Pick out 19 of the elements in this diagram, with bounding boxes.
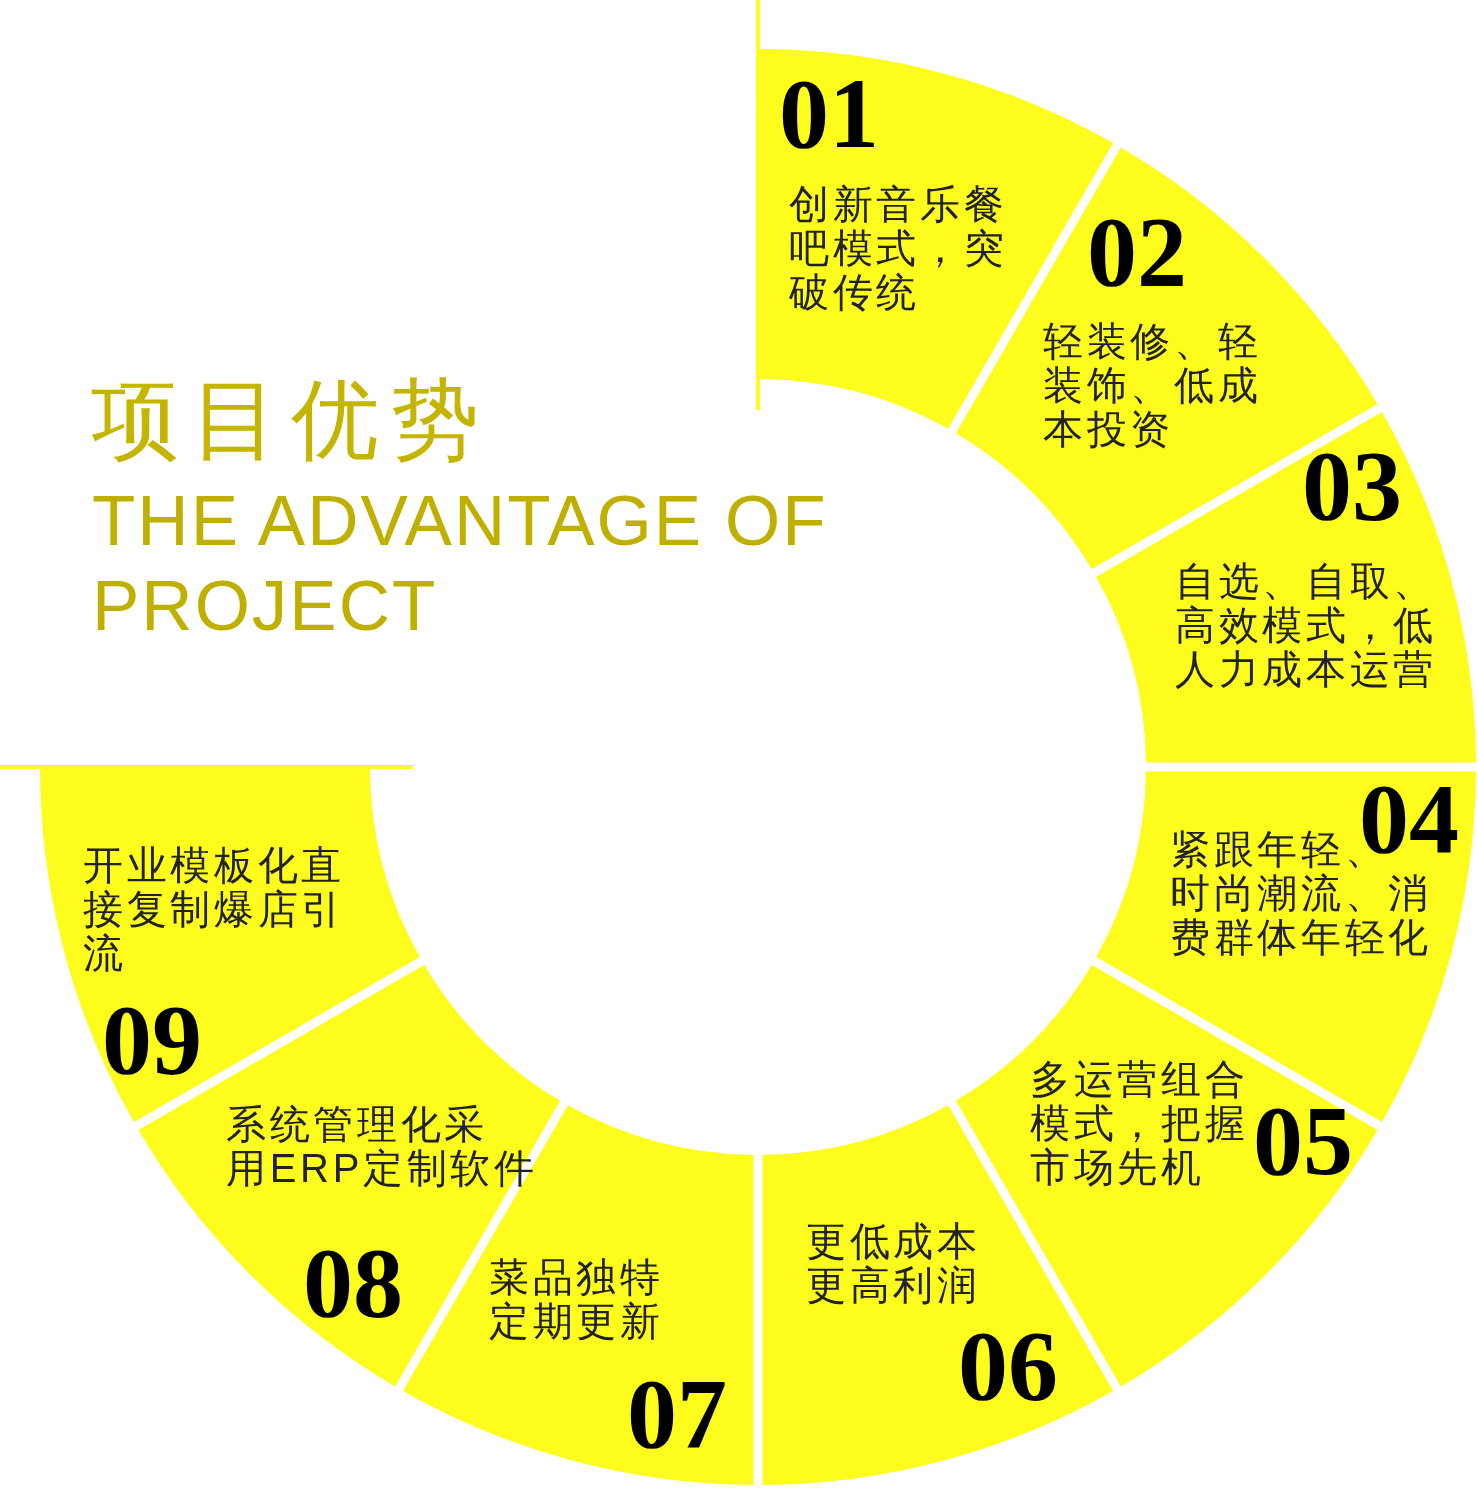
step-number: 02 [1087,202,1187,302]
step-text: 轻装修、轻装饰、低成本投资 [1043,319,1263,451]
step-number: 09 [102,990,202,1090]
step-text: 菜品独特定期更新 [489,1255,665,1343]
step-number: 05 [1253,1091,1353,1191]
ring-segment [402,1105,754,1485]
title: 项目优势 [91,376,491,464]
subtitle: THE ADVANTAGE OF PROJECT [92,480,829,647]
step-number: 03 [1302,436,1402,536]
step-number: 01 [779,64,879,164]
step-text: 创新音乐餐吧模式，突破传统 [789,182,1009,314]
step-text: 自选、自取、高效模式，低人力成本运营 [1175,559,1439,691]
step-number: 06 [958,1316,1058,1416]
step-number: 07 [627,1364,727,1464]
ring-segment [762,1105,1114,1485]
step-text: 多运营组合模式，把握市场先机 [1030,1057,1250,1189]
step-number: 08 [303,1233,403,1333]
step-text: 开业模板化直接复制爆店引流 [83,843,347,975]
step-text: 更低成本更高利润 [806,1219,982,1307]
